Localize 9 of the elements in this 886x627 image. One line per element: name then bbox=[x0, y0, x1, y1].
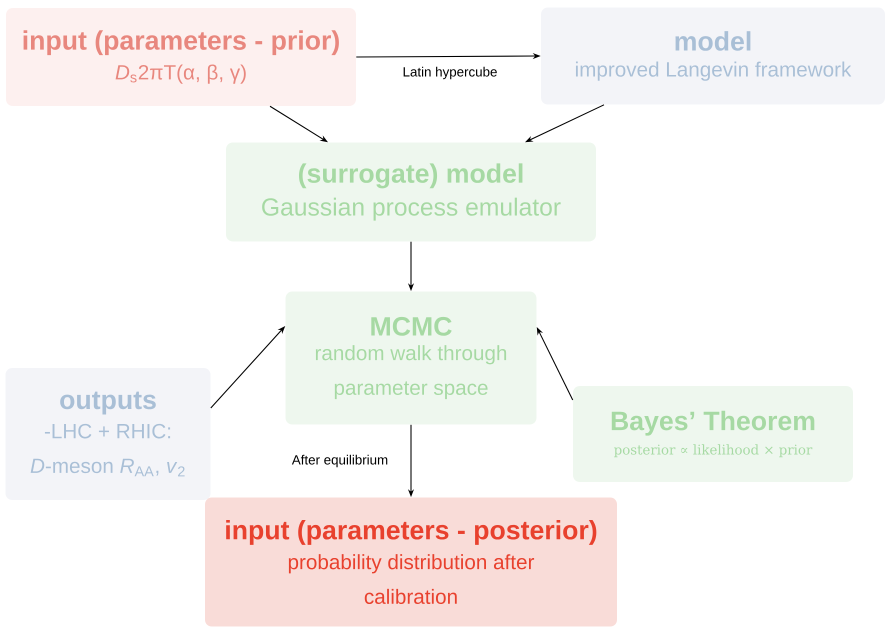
process-box: model improved Langevin framework bbox=[541, 7, 885, 105]
process-box: Bayes’ Theorem posterior ∝ likelihood × prior bbox=[573, 386, 853, 482]
edge-label: After equilibrium bbox=[290, 453, 390, 469]
process-box: input (parameters - posterior) probability distribution after calibration bbox=[205, 497, 617, 627]
process-box: input (parameters - prior) D$_{s}$2πT(α, β, γ) bbox=[6, 8, 356, 106]
edge-label: Latin hypercube bbox=[401, 65, 499, 81]
process-box: (surrogate) model Gaussian process emulator bbox=[226, 142, 596, 242]
process-box: outputs -LHC + RHIC: D-meson R$_{AA}$, v$_{2}$ bbox=[5, 368, 211, 500]
process-box: MCMC random walk through parameter space bbox=[286, 291, 536, 425]
